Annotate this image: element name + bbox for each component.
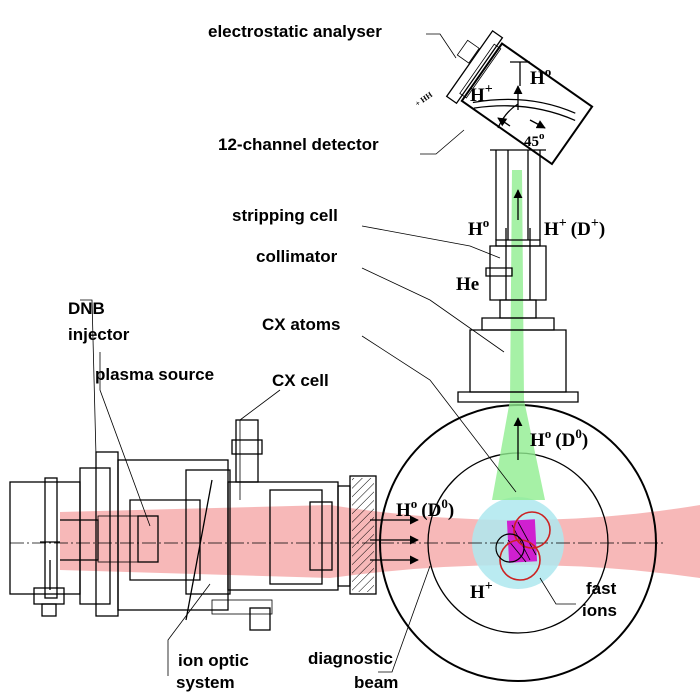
- label-detector: 12-channel detector: [218, 135, 379, 154]
- label-cx-atoms: CX atoms: [262, 315, 340, 334]
- label-cx-cell: CX cell: [272, 371, 329, 390]
- sym-angle: 45o: [524, 130, 545, 150]
- label-collimator: collimator: [256, 247, 338, 266]
- sym-h0-beam: Ho(D0): [396, 496, 454, 521]
- label-stripping-cell: stripping cell: [232, 206, 338, 225]
- label-electrostatic-analyser: electrostatic analyser: [208, 22, 382, 41]
- cx-atoms-beam: [492, 170, 545, 500]
- sym-he: He: [456, 274, 479, 295]
- label-diagnostic: diagnostic: [308, 649, 393, 668]
- label-dnb: DNB: [68, 299, 105, 318]
- ion-orbit-1: [513, 511, 551, 549]
- label-system: system: [176, 673, 235, 692]
- sym-h0-cx: Ho(D0): [530, 426, 588, 451]
- ion-orbit-3: [495, 533, 525, 563]
- sym-h-plus-mid: H+(D+): [544, 216, 605, 240]
- dnb-injector: [9, 419, 377, 631]
- ion-orbit-2: [499, 539, 541, 581]
- sym-h0-top: Ho: [530, 64, 551, 89]
- label-plasma-source: plasma source: [95, 365, 214, 384]
- sym-small-label: + HH: [413, 90, 434, 109]
- label-fast: fast: [586, 579, 617, 598]
- sym-h0-mid: Ho: [468, 215, 489, 240]
- sym-h-plus-analyser: H+: [470, 82, 493, 106]
- electrostatic-analyser-box: [459, 42, 594, 166]
- detector-plate: [445, 29, 504, 105]
- label-beam: beam: [354, 673, 398, 692]
- sym-h-plus-plasma: H+: [470, 579, 493, 603]
- label-ions: ions: [582, 601, 617, 620]
- label-ion-optic: ion optic: [178, 651, 249, 670]
- label-injector: injector: [68, 325, 130, 344]
